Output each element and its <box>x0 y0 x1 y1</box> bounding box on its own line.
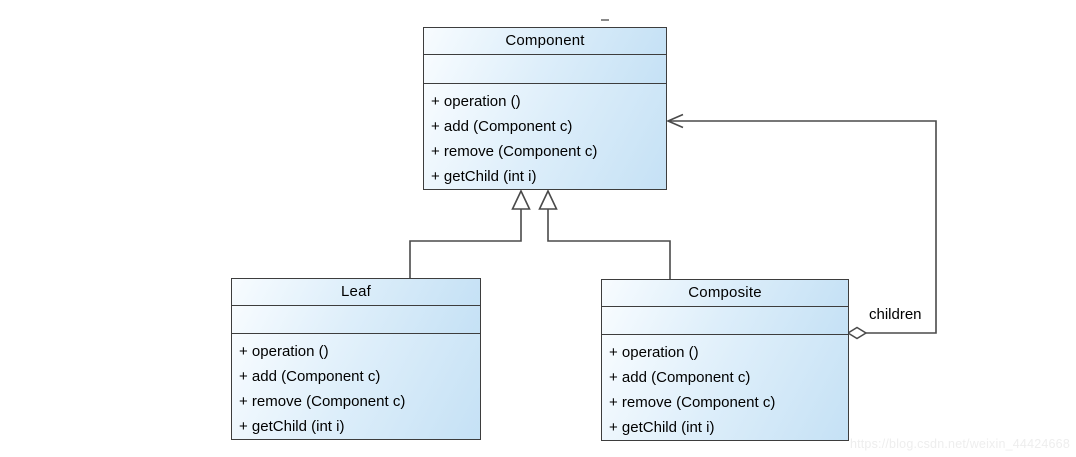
generalization-leaf-triangle-icon <box>511 189 531 210</box>
attributes-section <box>602 307 848 335</box>
generalization-composite-line <box>547 209 671 279</box>
class-name: Composite <box>602 280 848 307</box>
methods-section: + operation () + add (Component c) + rem… <box>232 334 480 439</box>
class-name: Component <box>424 28 666 55</box>
method: + add (Component c) <box>431 118 573 135</box>
aggregation-role-label: children <box>869 306 922 323</box>
methods-section: + operation () + add (Component c) + rem… <box>602 335 848 440</box>
method: + add (Component c) <box>609 369 751 386</box>
methods-section: + operation () + add (Component c) + rem… <box>424 84 666 189</box>
watermark-url: https://blog.csdn.net/weixin_44424668 <box>849 437 1070 451</box>
method: + getChild (int i) <box>609 419 715 436</box>
attributes-section <box>424 55 666 84</box>
attributes-section <box>232 306 480 334</box>
open-arrowhead-icon <box>665 113 684 129</box>
aggregation-diamond-icon <box>846 326 868 340</box>
class-box-composite: Composite + operation () + add (Componen… <box>601 279 849 441</box>
generalization-composite-triangle-icon <box>538 189 558 210</box>
method: + getChild (int i) <box>239 418 345 435</box>
method: + operation () <box>609 344 699 361</box>
method: + getChild (int i) <box>431 168 537 185</box>
method: + operation () <box>431 93 521 110</box>
method: + remove (Component c) <box>609 394 776 411</box>
class-box-component: Component + operation () + add (Componen… <box>423 27 667 190</box>
class-name: Leaf <box>232 279 480 306</box>
method: + remove (Component c) <box>431 143 598 160</box>
class-box-leaf: Leaf + operation () + add (Component c) … <box>231 278 481 440</box>
generalization-leaf-line <box>409 209 522 278</box>
method: + operation () <box>239 343 329 360</box>
method: + remove (Component c) <box>239 393 406 410</box>
method: + add (Component c) <box>239 368 381 385</box>
